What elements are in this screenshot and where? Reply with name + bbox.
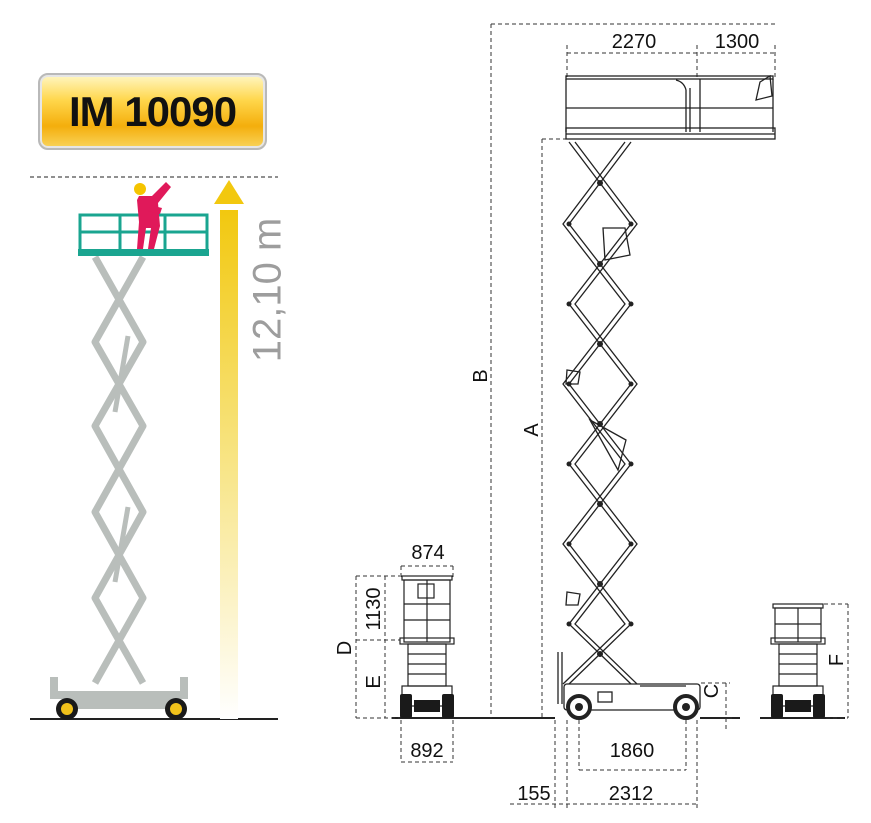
chassis (50, 677, 188, 709)
letter-b: B (470, 369, 492, 382)
letter-c: C (701, 684, 723, 698)
raised-scissor-stack (562, 141, 638, 685)
raised-chassis (557, 652, 701, 711)
dim-2312-label: 2312 (609, 783, 654, 805)
letter-e: E (363, 675, 385, 688)
dim-d-e-1130 (355, 575, 400, 719)
dim-a (541, 138, 570, 718)
dim-155-label: 155 (517, 783, 550, 805)
letter-f: F (826, 654, 848, 666)
dim-1860-label: 1860 (610, 740, 655, 762)
height-arrow-head (214, 180, 244, 204)
rear-view-body (770, 603, 826, 707)
height-arrow-shaft (220, 210, 238, 719)
model-badge: IM 10090 (38, 73, 267, 150)
dim-1300-label: 1300 (715, 31, 760, 53)
dim-f (824, 603, 849, 719)
dim-892-label: 892 (410, 740, 443, 762)
rear-view-stowed: F (760, 603, 849, 719)
dim-platform-length (566, 45, 776, 80)
wheel-right-icon (165, 698, 187, 720)
letter-a: A (521, 423, 543, 437)
raised-wheel-front-icon (566, 694, 592, 720)
raised-platform (565, 74, 776, 140)
worker-icon (134, 182, 171, 249)
dim-platform-width (400, 565, 454, 580)
dim-874-label: 874 (411, 542, 444, 564)
dim-wheelbase (578, 720, 687, 771)
dim-overall-length (510, 720, 698, 808)
dim-2270-label: 2270 (612, 31, 657, 53)
front-view-stowed: 874 1130 D E (334, 542, 455, 763)
scissor-stack (91, 255, 147, 685)
dim-c (701, 682, 732, 730)
side-view-raised: B A 2270 1300 (392, 23, 776, 808)
scissor-pivots (566, 180, 634, 657)
dim-b (490, 23, 775, 718)
front-view-body (399, 575, 455, 707)
dim-base-width (400, 720, 454, 763)
rear-view-wheels-icon (771, 694, 825, 718)
model-name: IM 10090 (68, 87, 237, 135)
lift-illustration (30, 176, 278, 720)
wheel-left-icon (56, 698, 78, 720)
dim-1130-label: 1130 (363, 587, 385, 630)
front-view-wheels-icon (400, 694, 454, 718)
raised-wheel-rear-icon (673, 694, 699, 720)
letter-d: D (334, 641, 356, 655)
